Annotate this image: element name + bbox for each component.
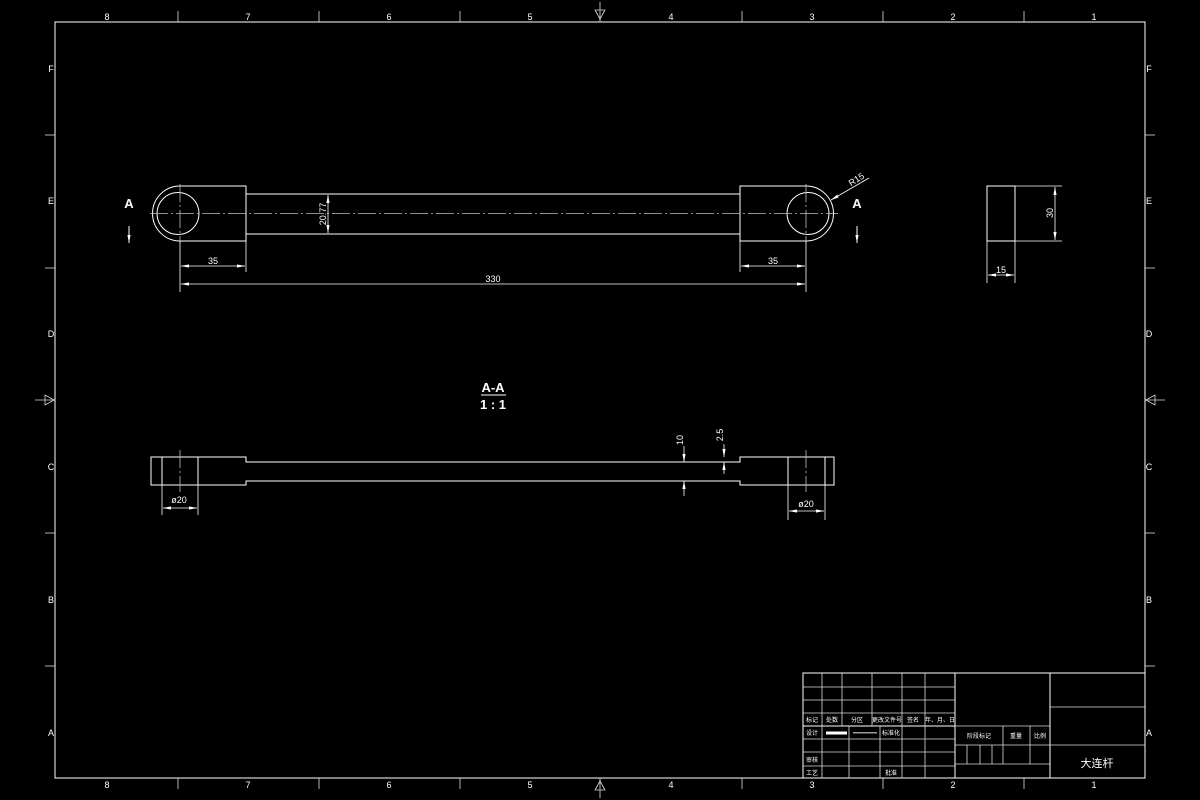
right-zone-ticks bbox=[1145, 134, 1155, 667]
part-name: 大连杆 bbox=[1081, 756, 1114, 770]
designer-signature bbox=[826, 731, 847, 735]
signature-grid bbox=[803, 726, 955, 778]
side-view-outline bbox=[986, 185, 1016, 242]
revision-header-count: 处数 bbox=[826, 716, 838, 724]
section-view: A-A 1 : 1 10 2.5 ø20 ø20 bbox=[150, 380, 835, 520]
dim-thickness-text: 15 bbox=[996, 265, 1006, 275]
zone-row-label: E bbox=[48, 196, 54, 206]
side-view: 30 15 bbox=[986, 185, 1062, 283]
approve-label: 批准 bbox=[885, 769, 897, 777]
sheet-border: 8 7 6 5 4 3 2 1 8 7 6 5 4 3 2 1 F E D C … bbox=[35, 2, 1165, 798]
review-label: 审核 bbox=[806, 756, 818, 764]
zone-row-label: F bbox=[1146, 64, 1152, 74]
dim-height-text: 30 bbox=[1045, 208, 1055, 218]
zone-row-label: B bbox=[48, 595, 54, 605]
revision-header-mark: 标记 bbox=[806, 716, 818, 724]
process-label: 工艺 bbox=[806, 769, 818, 777]
design-label: 设计 bbox=[806, 729, 818, 737]
right-zone-labels: F E D C B A bbox=[1146, 64, 1153, 738]
zone-col-label: 4 bbox=[668, 12, 673, 22]
zone-row-label: C bbox=[48, 462, 55, 472]
revision-header-sign: 签名 bbox=[907, 716, 919, 724]
section-scale: 1 : 1 bbox=[480, 397, 506, 412]
zone-row-label: A bbox=[1146, 728, 1152, 738]
zone-row-label: A bbox=[48, 728, 54, 738]
dim-step-text: 2.5 bbox=[715, 429, 725, 442]
left-zone-labels: F E D C B A bbox=[48, 64, 55, 738]
zone-col-label: 8 bbox=[104, 12, 109, 22]
revision-header-doc: 更改文件号 bbox=[872, 716, 902, 724]
section-right-hole bbox=[787, 456, 826, 486]
left-zone-ticks bbox=[45, 134, 55, 667]
section-mark-right-label: A bbox=[852, 196, 862, 211]
top-zone-labels: 8 7 6 5 4 3 2 1 bbox=[104, 12, 1096, 22]
revision-header-date: 年、月、日 bbox=[925, 716, 955, 724]
zone-row-label: E bbox=[1146, 196, 1152, 206]
zone-row-label: B bbox=[1146, 595, 1152, 605]
plan-view: A A 35 35 330 20.77 R15 bbox=[124, 171, 870, 292]
dim-right-boss-text: 35 bbox=[768, 256, 778, 266]
centering-mark-right bbox=[1145, 394, 1165, 406]
dim-left-boss-text: 35 bbox=[208, 256, 218, 266]
design-date-marks bbox=[853, 732, 877, 734]
dim-center-distance-text: 330 bbox=[485, 274, 500, 284]
zone-col-label: 6 bbox=[386, 780, 391, 790]
stage-weight-scale-grid bbox=[955, 725, 1050, 765]
zone-col-label: 7 bbox=[245, 12, 250, 22]
dim-bar-thickness-text: 10 bbox=[675, 435, 685, 445]
centering-mark-left bbox=[35, 394, 55, 406]
zone-row-label: C bbox=[1146, 462, 1153, 472]
zone-col-label: 2 bbox=[950, 780, 955, 790]
dim-hole-right-text: ø20 bbox=[798, 499, 814, 509]
zone-col-label: 3 bbox=[809, 780, 814, 790]
section-title: A-A bbox=[481, 380, 505, 395]
revision-header-zone: 分区 bbox=[851, 716, 863, 724]
right-boss-outline bbox=[739, 185, 834, 242]
zone-col-label: 7 bbox=[245, 780, 250, 790]
bottom-zone-labels: 8 7 6 5 4 3 2 1 bbox=[104, 780, 1096, 790]
top-zone-ticks bbox=[177, 11, 1025, 22]
zone-col-label: 1 bbox=[1091, 780, 1096, 790]
dim-bar-width-text: 20.77 bbox=[318, 203, 328, 226]
title-block: 标记 处数 分区 更改文件号 签名 年、月、日 设计 标准化 审核 工艺 批准 bbox=[802, 672, 1146, 779]
stage-mark-label: 阶段标记 bbox=[967, 732, 991, 740]
section-body-hatched bbox=[150, 456, 835, 486]
zone-col-label: 2 bbox=[950, 12, 955, 22]
zone-col-label: 5 bbox=[527, 12, 532, 22]
section-mark-left-label: A bbox=[124, 196, 134, 211]
standardization-label: 标准化 bbox=[882, 729, 900, 737]
zone-col-label: 3 bbox=[809, 12, 814, 22]
left-boss-outline bbox=[152, 185, 247, 242]
zone-row-label: D bbox=[1146, 329, 1153, 339]
zone-row-label: F bbox=[48, 64, 54, 74]
centering-mark-top bbox=[594, 2, 606, 22]
scale-label: 比例 bbox=[1034, 732, 1046, 740]
dim-hole-left-text: ø20 bbox=[171, 495, 187, 505]
revision-grid bbox=[803, 673, 955, 727]
bottom-zone-ticks bbox=[177, 778, 1025, 789]
zone-col-label: 1 bbox=[1091, 12, 1096, 22]
zone-row-label: D bbox=[48, 329, 55, 339]
zone-col-label: 4 bbox=[668, 780, 673, 790]
zone-col-label: 6 bbox=[386, 12, 391, 22]
zone-col-label: 5 bbox=[527, 780, 532, 790]
weight-label: 重量 bbox=[1010, 732, 1022, 740]
dim-end-radius-leader bbox=[830, 177, 870, 201]
zone-col-label: 8 bbox=[104, 780, 109, 790]
centering-mark-bottom bbox=[594, 778, 606, 798]
